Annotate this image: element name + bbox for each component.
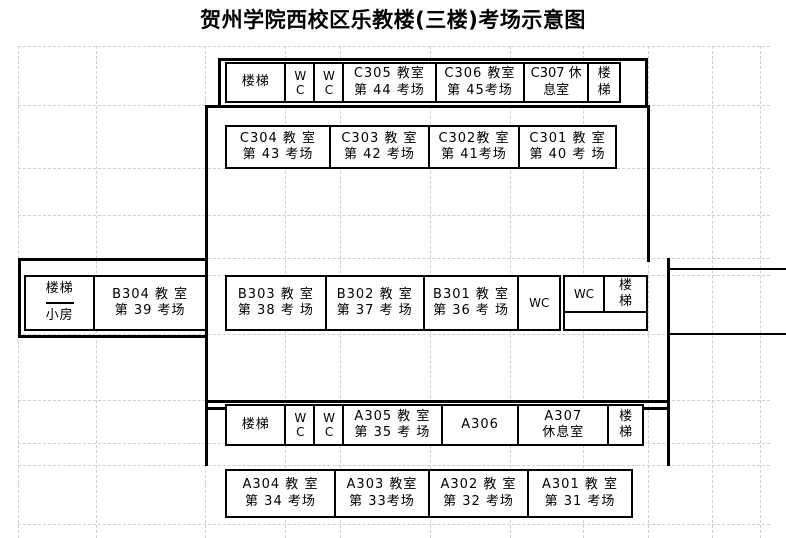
room-label: 楼 [619,277,633,293]
room-a304[interactable]: A304 教 室 第 34 考场 [227,471,336,516]
room-b301[interactable]: B301 教 室 第 36 考 场 [424,277,520,329]
room-a303[interactable]: A303 教室 第 33考场 [335,471,430,516]
room-label-code: C301 教 室 [529,130,606,146]
room-a302[interactable]: A302 教 室 第 32 考场 [430,471,530,516]
room-label-rest: 休息室 [542,425,585,440]
room-label-exam: 第 40 考 场 [529,147,606,162]
room-label-code: A307 [544,408,583,424]
room-label: 梯 [619,294,633,309]
room-c307-rest[interactable]: C307 休 息室 [524,64,590,101]
room-label-exam: 第 44 考场 [353,82,425,98]
room-c-wc-2[interactable]: WC [315,64,344,101]
wall-a-wing-left [205,400,208,466]
room-c-wc-1[interactable]: WC [286,64,316,101]
room-label-code: C304 教 室 [239,130,317,146]
room-c-stair-left[interactable]: 楼梯 [227,64,287,101]
room-label: 楼梯 [241,74,270,90]
room-c302[interactable]: C302教 室 第 41考场 [429,127,520,167]
room-label-exam: 第 33考场 [349,493,415,509]
room-label-exam: 第 41考场 [441,147,507,162]
room-row-c-main: C304 教 室 第 43 考场 C303 教 室 第 42 考场 C302教 … [225,125,617,169]
room-c305[interactable]: C305 教室 第 44 考场 [343,64,437,101]
room-row-b-main: B303 教 室 第 38 考 场 B302 教 室 第 37 考 场 B301… [225,275,561,331]
room-b303[interactable]: B303 教 室 第 38 考 场 [227,277,327,329]
wall-appendage-bottom [668,333,786,335]
room-row-b-right: WC 楼 梯 [563,275,648,313]
wall-b-left-block [18,258,208,338]
room-c303[interactable]: C303 教 室 第 42 考场 [330,127,430,167]
room-b-small-house[interactable]: 小房 [46,304,74,329]
room-a-wc-2[interactable]: WC [315,406,344,444]
room-b-right-empty [563,311,648,331]
wall-appendage-top [668,268,786,270]
room-c301[interactable]: C301 教 室 第 40 考 场 [520,127,615,167]
room-a-wc-1[interactable]: WC [286,406,316,444]
room-a-stair-left[interactable]: 楼梯 [227,406,287,444]
room-label-code: C303 教 室 [341,130,418,146]
room-label-code: B301 教 室 [433,286,510,302]
room-label: 梯 [597,82,611,98]
wall-c-wing-body [205,105,650,262]
room-label-exam: 第 34 考场 [245,493,316,509]
room-label-code: C305 教室 [353,66,425,82]
room-label-code: C302教 室 [438,130,510,146]
room-label-code: C306 教室 [444,66,516,82]
room-label-code: A303 教室 [346,477,418,493]
room-label-exam: 第 32 考场 [443,493,514,509]
room-label-code: C307 休 [530,66,582,82]
page-title: 贺州学院西校区乐教楼(三楼)考场示意图 [200,8,586,32]
room-b-stair-and-small[interactable]: 楼梯 小房 [26,277,96,329]
room-label-code: A301 教 室 [542,477,618,493]
room-label: 楼梯 [241,416,270,432]
room-label-exam: 第 42 考场 [344,147,415,162]
room-a307-rest[interactable]: A307 休息室 [519,406,610,444]
room-label: 楼 [597,66,611,82]
room-label-exam: 第 37 考 场 [336,303,413,318]
room-a305[interactable]: A305 教 室 第 35 考 场 [343,406,443,444]
room-b-stair-left[interactable]: 楼梯 [45,277,74,304]
room-label-code: A305 教 室 [354,408,431,424]
room-label: 小房 [45,308,74,324]
room-label: 楼梯 [45,281,74,297]
room-label: 梯 [619,425,633,440]
room-label-exam: 第 45考场 [447,82,513,98]
room-label-exam: 第 38 考 场 [237,303,314,318]
room-a-stair-right[interactable]: 楼 梯 [609,406,642,444]
room-label-exam: 第 43 考场 [242,147,314,162]
room-label-code: B302 教 室 [336,286,413,302]
room-label: WC [293,68,308,97]
room-b-wc-1[interactable]: WC [519,277,559,329]
room-label-code: B303 教 室 [237,286,314,302]
room-label: WC [573,286,595,301]
room-label: WC [321,68,336,97]
room-label-code: A306 [461,416,499,432]
room-label: 楼 [619,408,633,424]
room-row-c-top: 楼梯 WC WC C305 教室 第 44 考场 C306 教室 第 45考场 … [225,62,621,103]
room-label: WC [322,411,337,439]
room-label: WC [293,411,308,439]
room-c-stair-right[interactable]: 楼 梯 [589,64,619,101]
room-b302[interactable]: B302 教 室 第 37 考 场 [326,277,425,329]
room-label-exam: 第 31 考场 [544,493,616,509]
room-row-b-left: 楼梯 小房 B304 教 室 第 39 考场 [24,275,207,331]
room-c306[interactable]: C306 教室 第 45考场 [436,64,525,101]
room-label: WC [529,295,550,310]
room-label-exam: 第 36 考 场 [433,303,510,318]
room-b-stair-right[interactable]: 楼 梯 [605,277,646,311]
room-b304[interactable]: B304 教 室 第 39 考场 [95,277,205,329]
room-a306[interactable]: A306 [442,406,520,444]
room-label-code: A302 教 室 [440,477,517,493]
room-label-code: A304 教 室 [242,477,319,493]
room-label-exam: 第 39 考场 [114,303,186,318]
room-label-exam: 第 35 考 场 [354,425,431,440]
room-a301[interactable]: A301 教 室 第 31 考场 [529,471,631,516]
room-label-rest: 息室 [543,82,570,98]
wall-c-wing [218,58,648,106]
room-c304[interactable]: C304 教 室 第 43 考场 [227,127,331,167]
room-label-code: B304 教 室 [112,286,189,302]
room-row-a-main: A304 教 室 第 34 考场 A303 教室 第 33考场 A302 教 室… [225,469,633,518]
room-b-wc-2[interactable]: WC [565,277,606,311]
room-row-a-top: 楼梯 WC WC A305 教 室 第 35 考 场 A306 A307 休息室… [225,404,644,446]
